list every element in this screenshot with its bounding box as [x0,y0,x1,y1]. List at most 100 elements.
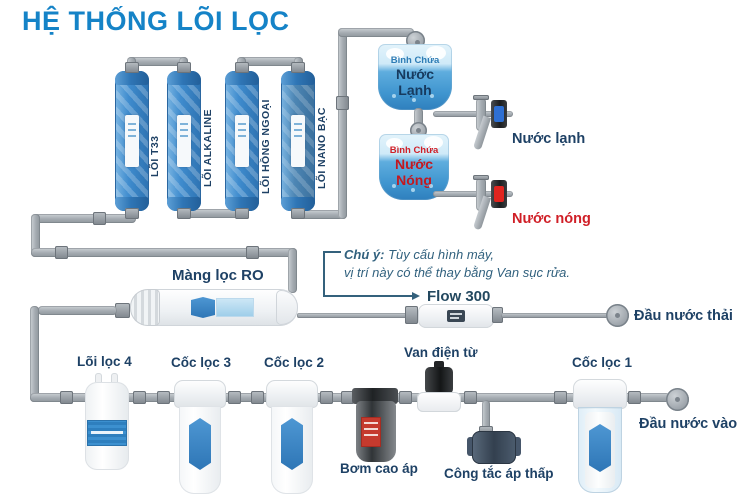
pipe-coupler [251,391,264,404]
ro-label-panel [216,298,254,317]
cup2-cap [266,380,318,408]
pipe-coupler [554,391,567,404]
solenoid-base [417,392,461,412]
pipe-tank-top-run [338,28,414,37]
ro-membrane [130,289,298,326]
cartridge-nano-bac-label: LÕI NANO BẠC [316,107,328,189]
cartridge-nano-bac [281,71,315,211]
pipe-ro-inlet-drop [288,248,297,293]
cup2-hex-label [281,418,303,470]
cartridge-hong-ngoai [225,71,259,211]
flow-restrictor-nut [492,307,503,323]
flow-restrictor-nut [405,306,418,324]
cloud-decoration [424,136,443,149]
cartridge-cap [115,71,149,85]
cloud-decoration [386,138,403,149]
note-line-2: vị trí này có thể thay bằng Van sục rửa. [344,265,570,280]
ro-hex-logo [191,297,215,318]
cartridge-nut [125,208,139,219]
pipe-coupler [93,212,106,225]
filter4-label: Lõi lọc 4 [77,354,132,369]
pipe-left-vertical-lower [30,306,39,402]
cartridge-cap [115,197,149,211]
pipe-cart4-right-run [294,210,347,219]
hot-faucet-pipe [433,191,513,197]
pump-clamp [352,388,398,404]
flow-restrictor-logo [447,310,465,322]
pipe-u-bottom [179,209,246,218]
pipe-coupler [60,391,73,404]
cup2-label: Cốc lọc 2 [264,355,325,370]
cloud-decoration [426,46,446,60]
inlet-port [666,388,689,411]
pump-body [356,401,396,462]
note-text-1: Tùy cấu hình máy, [384,247,495,262]
pump-label: Bơm cao áp [340,461,418,476]
pipe-coupler [464,391,477,404]
pipe-arch-1 [127,57,188,66]
hot-tank-caption: Bình Chứa [389,145,439,156]
note-arrowhead [412,292,420,300]
cartridge-t33 [115,71,149,211]
cold-tank-title: Nước Lạnh [396,66,434,98]
flow-300-label: Flow 300 [427,288,491,305]
bubble [430,94,434,98]
cartridge-t33-label: LÕI T33 [149,135,161,177]
flow-restrictor [418,304,494,328]
pressure-switch-lobe [467,437,476,456]
hot-water-tank: Bình Chứa Nước Nóng [379,134,449,200]
cup3-hex-label [189,418,211,470]
pressure-switch-lobe [512,437,521,456]
cup1-label: Cốc lọc 1 [572,355,633,370]
cup1-hex-label [589,424,611,472]
cartridge-nut [177,62,191,73]
cartridge-cap [225,197,259,211]
cold-faucet-pipe [433,111,513,117]
pipe-coupler [628,391,641,404]
cup1-cap [573,379,627,409]
pipe-coupler [399,391,412,404]
ro-outlet-fitting [115,303,130,318]
cold-tank-caption: Bình Chứa [390,55,440,66]
pump-red-label [361,417,381,447]
bubble [411,188,415,192]
bubble [392,184,396,188]
filter4-prong [111,373,118,385]
cold-faucet-cap [473,95,489,100]
cartridge-nut [235,208,249,219]
cartridge-cap [281,197,315,211]
pipe-coupler [228,391,241,404]
cartridge-nut [235,62,249,73]
ro-end-cap [130,289,160,326]
pipe-cart1-left-run [31,214,136,223]
ro-membrane-label: Màng lọc RO [172,267,264,284]
cartridge-label-card [177,115,191,167]
pipe-coupler [320,391,333,404]
bubble [429,184,433,188]
cartridge-nut [177,208,191,219]
note-prefix: Chú ý: [344,247,385,262]
pipe-waste-line-left [297,313,411,318]
cold-faucet-stem [476,98,486,131]
cup3-cap [174,380,226,408]
cartridge-nut [291,62,305,73]
pipe-coupler [133,391,146,404]
ro-right-cap [276,290,298,325]
cartridge-nut [125,62,139,73]
hot-faucet-label: Nước nóng [512,211,591,227]
bubble [412,98,416,102]
cartridge-hong-ngoai-label: LÕI HỒNG NGOẠI [260,99,272,194]
switch-nut [479,426,493,435]
waste-outlet-label: Đầu nước thải [634,308,733,324]
cup3-label: Cốc lọc 3 [171,355,232,370]
pipe-coupler [341,391,354,404]
pipe-to-ro-run [31,248,297,257]
note-bracket [323,251,325,297]
cartridge-label-card [125,115,139,167]
cartridge-alkaline-label: LÕI ALKALINE [202,109,214,187]
bubble [392,94,396,98]
cartridge-cap [167,197,201,211]
pressure-switch-label: Công tắc áp thấp [444,466,554,481]
hot-faucet-stem [476,178,486,211]
note-bracket [323,295,413,297]
